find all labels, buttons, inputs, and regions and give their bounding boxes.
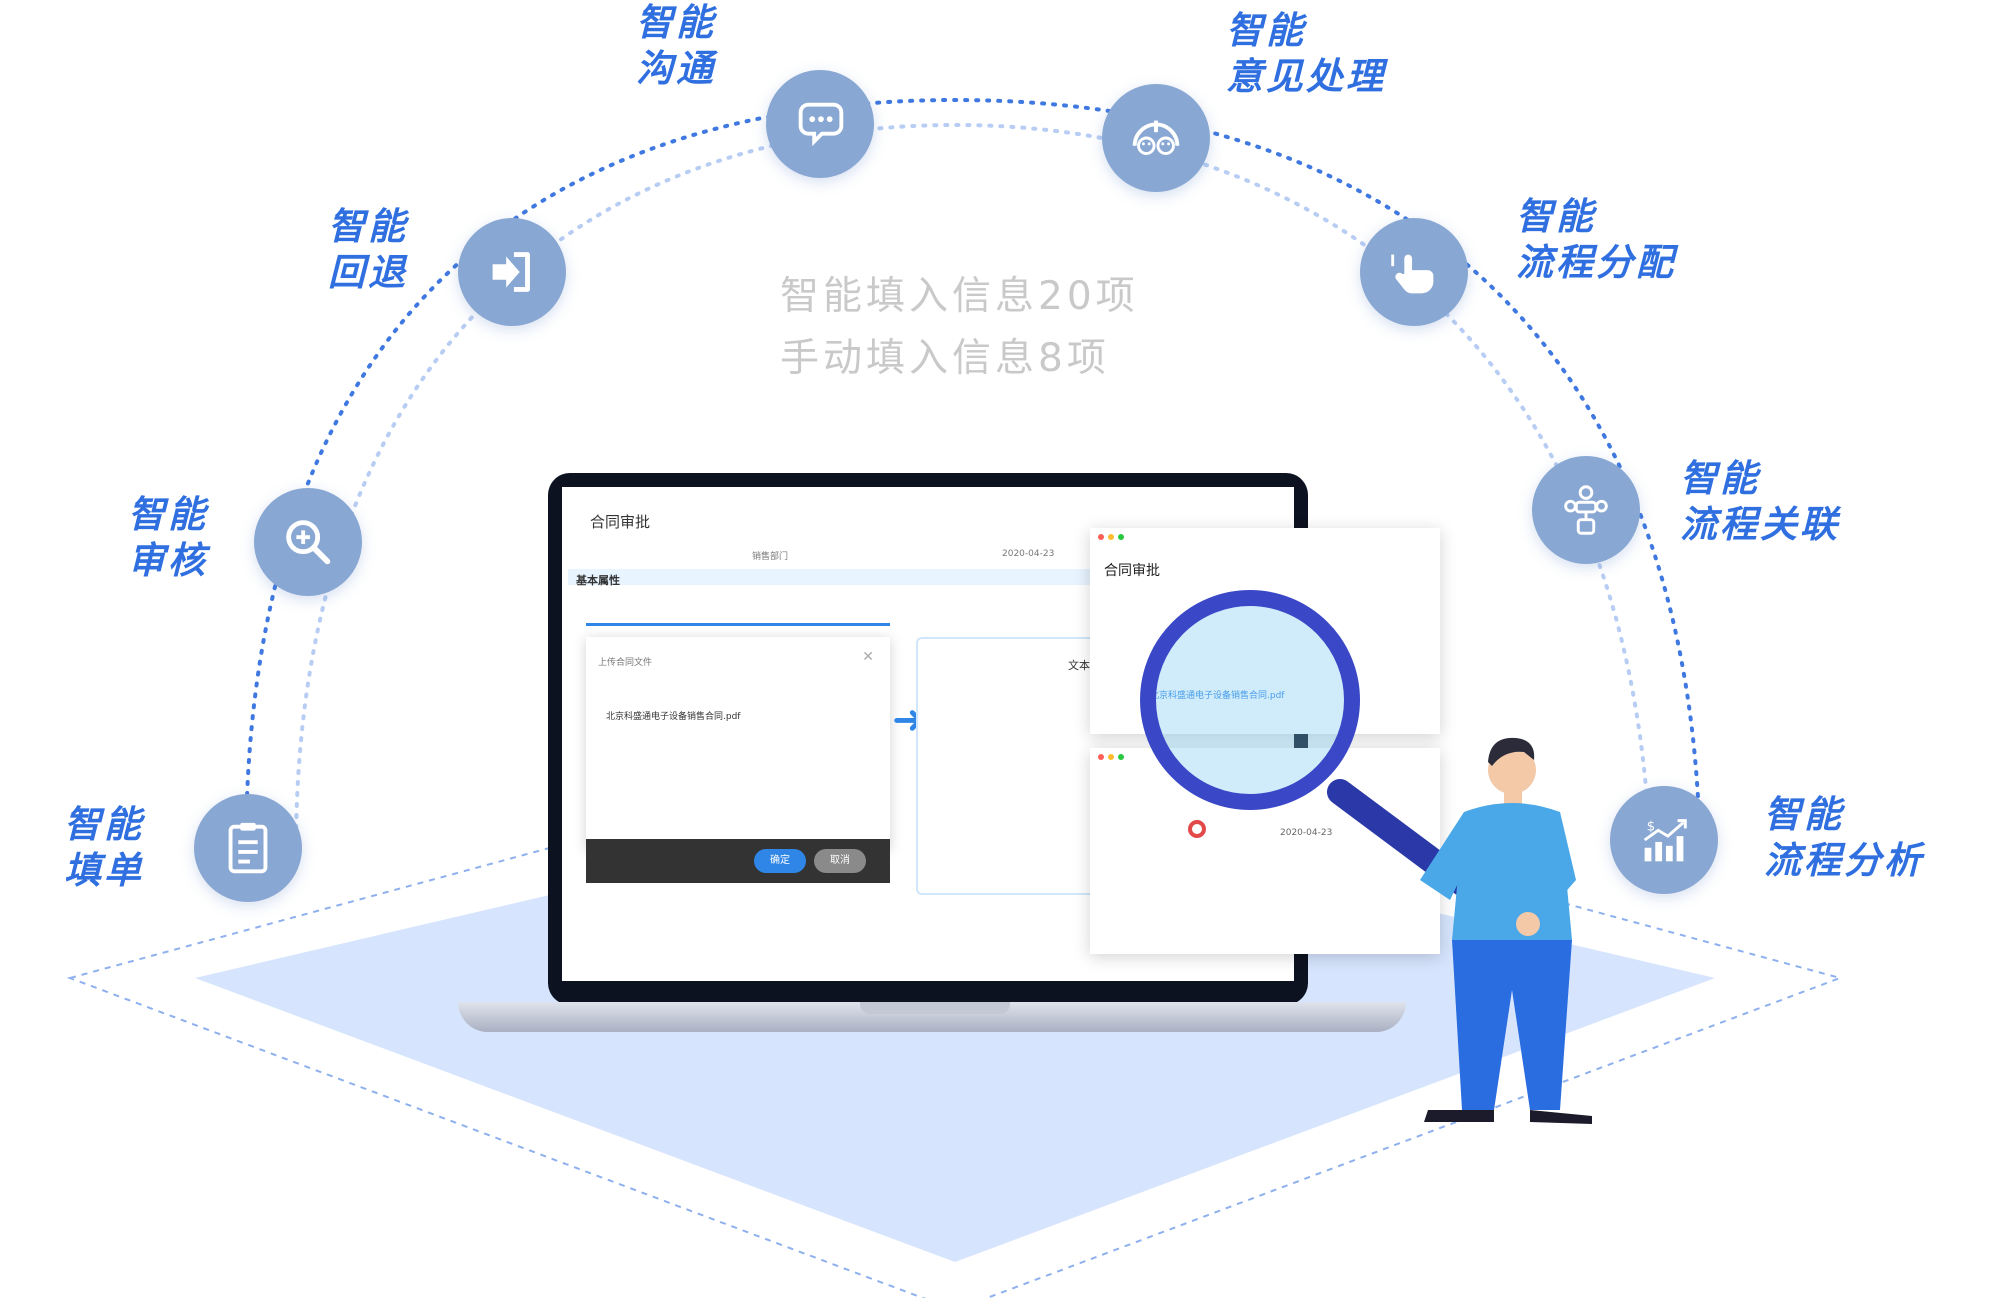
seal-icon [1188,820,1206,838]
screen-section-title: 基本属性 [576,574,620,587]
feature-node-review[interactable] [254,488,362,596]
record-date: 2020-04-23 [1280,828,1333,838]
upload-dialog: 上传合同文件 北京科盛通电子设备销售合同.pdf ✕ [586,637,890,849]
feature-label-rollback: 智能回退 [328,205,408,294]
popup-file-name[interactable]: 北京科盛通电子设备销售合同.pdf [1150,688,1284,701]
feature-node-opinion[interactable] [1102,84,1210,192]
close-icon[interactable]: ✕ [862,649,874,665]
feature-node-rollback[interactable] [458,218,566,326]
people-network-icon [1564,485,1608,535]
screen-date: 2020-04-23 [1002,549,1055,559]
screen-tab-underline [586,623,890,626]
feature-node-communication[interactable] [766,70,874,178]
return-arrow-icon [492,252,530,292]
clipboard-list-icon [228,822,268,874]
cancel-button[interactable]: 取消 [814,849,866,873]
feature-label-opinion: 智能意见处理 [1226,9,1386,98]
hand-pointer-icon [1391,254,1434,294]
feature-label-process-link: 智能流程关联 [1680,457,1840,546]
center-text-line-1: 智能填入信息20项 [780,274,1139,319]
feature-label-fill-form: 智能填单 [64,803,144,892]
ok-button[interactable]: 确定 [754,849,806,873]
laptop-notch [860,1002,1010,1014]
center-text: 智能填入信息20项 手动填入信息8项 [780,266,1139,390]
feature-label-process-assign: 智能流程分配 [1516,195,1676,284]
feature-node-process-assign[interactable] [1360,218,1468,326]
feature-label-review: 智能审核 [128,493,208,582]
feature-node-fill-form[interactable] [194,794,302,902]
feature-node-process-analysis[interactable]: $ [1610,786,1718,894]
dialog-file-name: 北京科盛通电子设备销售合同.pdf [606,712,741,722]
inner-arc [294,122,1652,852]
emoji-faces-icon [1132,120,1180,155]
chat-bubbles-icon [798,102,844,147]
outer-arc [244,97,1702,852]
record-popup: 2020-04-23 [1090,748,1440,954]
feature-label-process-analysis: 智能流程分析 [1764,793,1924,882]
popup-title: 合同审批 [1104,563,1160,579]
feature-label-communication: 智能沟通 [636,1,716,90]
svg-text:$: $ [1647,818,1656,834]
screen-title: 合同审批 [590,513,651,531]
feature-node-process-link[interactable] [1532,456,1640,564]
dialog-title: 上传合同文件 [598,658,653,668]
magnifier-plus-icon [286,520,331,565]
screen-dept: 销售部门 [752,552,789,562]
center-text-line-2: 手动填入信息8项 [780,336,1110,381]
growth-chart-icon: $ [1643,818,1687,862]
